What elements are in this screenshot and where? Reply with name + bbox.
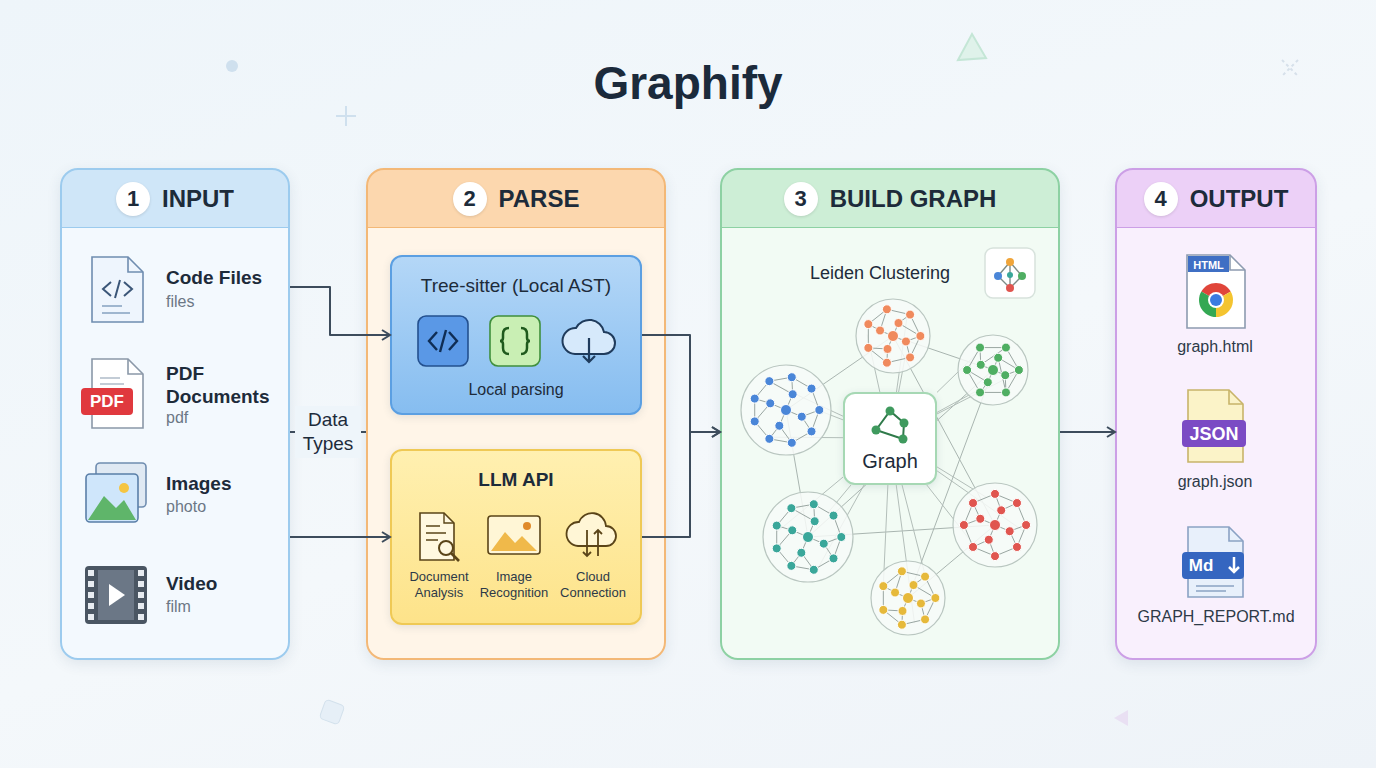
diagram-title: Graphify [0,55,1376,111]
graph-clusters [741,299,1037,635]
flow-arrow [642,432,720,537]
cloud-download-icon [563,320,615,362]
leiden-icon [985,248,1035,298]
json-file-icon [1182,390,1246,462]
icon-caption: Image Recognition [477,569,551,601]
panel-header: 4 OUTPUT [1117,170,1315,228]
panel-heading: BUILD GRAPH [830,185,997,213]
flow-arrow [642,335,720,432]
document-search-icon [420,513,459,561]
pdf-file-icon [81,359,143,428]
panel-header: 2 PARSE [368,170,664,228]
item-type: pdf [166,408,276,428]
graph-icon [872,407,909,444]
edge-label: Data Types [295,406,361,458]
item-name: Images [166,472,276,495]
item-name: Code Files [166,266,286,289]
decoration [226,34,1298,726]
panel-header: 3 BUILD GRAPH [722,170,1058,228]
step-number: 3 [784,182,818,216]
box-caption: Local parsing [468,381,563,399]
icon-badge: JSON [1182,422,1246,446]
code-file-icon [92,257,143,322]
flow-arrow [290,536,390,538]
step-number: 2 [453,182,487,216]
markdown-file-icon [1182,527,1244,597]
code-icon [418,316,468,366]
flow-arrow [290,287,390,335]
panel-header: 1 INPUT [62,170,288,228]
box-title: LLM API [478,469,553,491]
step-number: 4 [1144,182,1178,216]
box-title: Graph [862,450,918,473]
file-name: graph.json [1140,472,1290,492]
item-type: photo [166,497,276,517]
file-name: graph.html [1140,337,1290,357]
icon-badge: HTML [1188,257,1229,274]
braces-icon [490,316,540,366]
html-file-icon [1187,255,1245,328]
item-type: files [166,292,276,312]
icon-badge: PDF [81,390,133,413]
process-box: Graph [843,392,937,485]
method-label: Leiden Clustering [810,262,980,284]
icon-caption: Document Analysis [402,569,476,601]
item-name: Video [166,572,276,595]
panel-heading: INPUT [162,185,234,213]
icon-badge: Md [1184,554,1218,577]
step-number: 1 [116,182,150,216]
item-name: PDF Documents [166,362,286,408]
video-icon [85,566,147,624]
box-title: Tree-sitter (Local AST) [421,275,611,297]
image-recognition-icon [488,516,540,554]
panel-heading: PARSE [499,185,580,213]
item-type: film [166,597,276,617]
file-name: GRAPH_REPORT.md [1120,607,1312,627]
cloud-sync-icon [567,513,616,556]
image-icon [86,463,146,522]
flow-arrow [1060,431,1115,433]
icon-caption: Cloud Connection [556,569,630,601]
panel-heading: OUTPUT [1190,185,1289,213]
